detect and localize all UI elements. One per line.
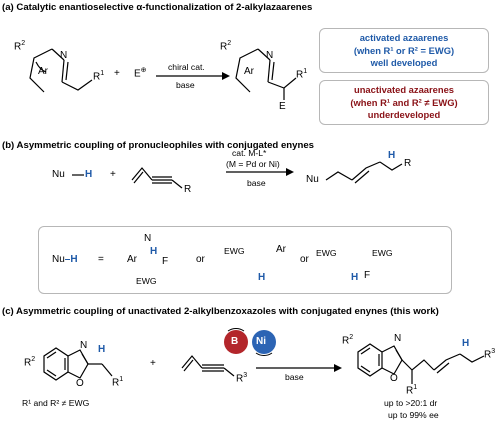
b-opt2-Ar: Ar: [276, 244, 286, 255]
b-arrow-top1: cat. M-L*: [232, 148, 267, 158]
b-opt2-H: H: [258, 272, 266, 283]
c-H-label: H: [98, 344, 106, 355]
b-enyne-R: R: [184, 184, 192, 195]
b-opt1-N: N: [144, 233, 152, 244]
b-or-2: or: [300, 254, 309, 265]
a-arrow-bottom: base: [176, 80, 195, 90]
c-product-N: N: [394, 333, 402, 344]
b-opt1-ring: Ar: [127, 254, 137, 265]
c-product-R3: R3: [484, 348, 496, 361]
b-arrow-top2: (M = Pd or Ni): [226, 159, 280, 169]
pronucleophile-options-box: [38, 226, 452, 294]
c-enyne-R3: R3: [236, 372, 248, 385]
b-opt3-H: H: [351, 272, 359, 283]
b-opt1-H: H: [150, 246, 158, 257]
a-arrow-top: chiral cat.: [168, 62, 205, 72]
b-nu: Nu: [52, 169, 65, 180]
b-arrow-bottom: base: [247, 178, 266, 188]
c-result-ee: up to 99% ee: [388, 410, 439, 420]
b-arrow-head: [286, 168, 294, 176]
b-opt1-F: F: [162, 256, 169, 267]
c-N-label: N: [80, 340, 88, 351]
b-opt3-EWG-left: EWG: [316, 248, 337, 258]
a-R1-label: R1: [93, 70, 105, 83]
c-arrow-head: [334, 364, 342, 372]
c-catalyst-B: B: [231, 336, 239, 347]
a-electrophile: E⊕: [134, 67, 147, 80]
box-blue-line3: well developed: [370, 57, 438, 68]
section-c-title: (c) Asymmetric coupling of unactivated 2…: [2, 306, 439, 317]
b-opt3-EWG-right: EWG: [372, 248, 393, 258]
a-N-label: N: [60, 50, 68, 61]
boron-catalyst-circle: [224, 330, 248, 354]
a-product-ring: Ar: [244, 66, 254, 77]
b-h: H: [85, 169, 93, 180]
c-O-label: O: [76, 378, 84, 389]
section-a-title: (a) Catalytic enantioselective α-functio…: [2, 2, 313, 13]
box-blue-line2: (when R¹ or R² = EWG): [353, 44, 455, 56]
b-options-equals: =: [98, 254, 104, 265]
section-b-title: (b) Asymmetric coupling of pronucleophil…: [2, 140, 315, 151]
a-product-N: N: [266, 50, 274, 61]
a-product-E: E: [279, 101, 286, 112]
a-plus: +: [114, 68, 120, 79]
box-red-line3: underdeveloped: [367, 109, 441, 120]
c-result-dr: up to >20:1 dr: [384, 398, 438, 408]
c-R1-label: R1: [112, 376, 124, 389]
b-plus: +: [110, 169, 116, 180]
b-product-H: H: [388, 150, 396, 161]
c-product-O: O: [390, 373, 398, 384]
c-product-R1: R1: [406, 384, 418, 397]
unactivated-azaarenes-box: unactivated azaarenes (when R¹ and R² ≠ …: [319, 80, 489, 125]
box-red-line1: unactivated azaarenes: [353, 84, 455, 95]
a-ring-label: Ar: [38, 66, 48, 77]
b-opt2-EWG: EWG: [224, 246, 245, 256]
b-options-nu: Nu–H: [52, 254, 78, 265]
a-product-R2: R2: [220, 40, 232, 53]
box-blue-line1: activated azaarenes: [359, 32, 449, 43]
box-red-line2: (when R¹ and R² ≠ EWG): [350, 96, 458, 108]
a-product-R1: R1: [296, 68, 308, 81]
b-product-nu: Nu: [306, 174, 319, 185]
a-R2-label: R2: [14, 40, 26, 53]
c-plus: +: [150, 358, 156, 369]
c-catalyst-Ni: Ni: [256, 336, 266, 347]
b-opt3-F: F: [364, 270, 371, 281]
b-or-1: or: [196, 254, 205, 265]
c-product-R2: R2: [342, 334, 354, 347]
b-product-R: R: [404, 158, 412, 169]
c-R2-label: R2: [24, 356, 36, 369]
c-arrow-bottom: base: [285, 372, 304, 382]
a-reactant-ring-bonds: [29, 48, 53, 93]
activated-azaarenes-box: activated azaarenes (when R¹ or R² = EWG…: [319, 28, 489, 73]
c-substrate-note: R¹ and R² ≠ EWG: [22, 398, 90, 408]
b-opt1-EWG: EWG: [136, 276, 157, 286]
nickel-catalyst-circle: [252, 330, 276, 354]
c-product-H: H: [462, 338, 470, 349]
